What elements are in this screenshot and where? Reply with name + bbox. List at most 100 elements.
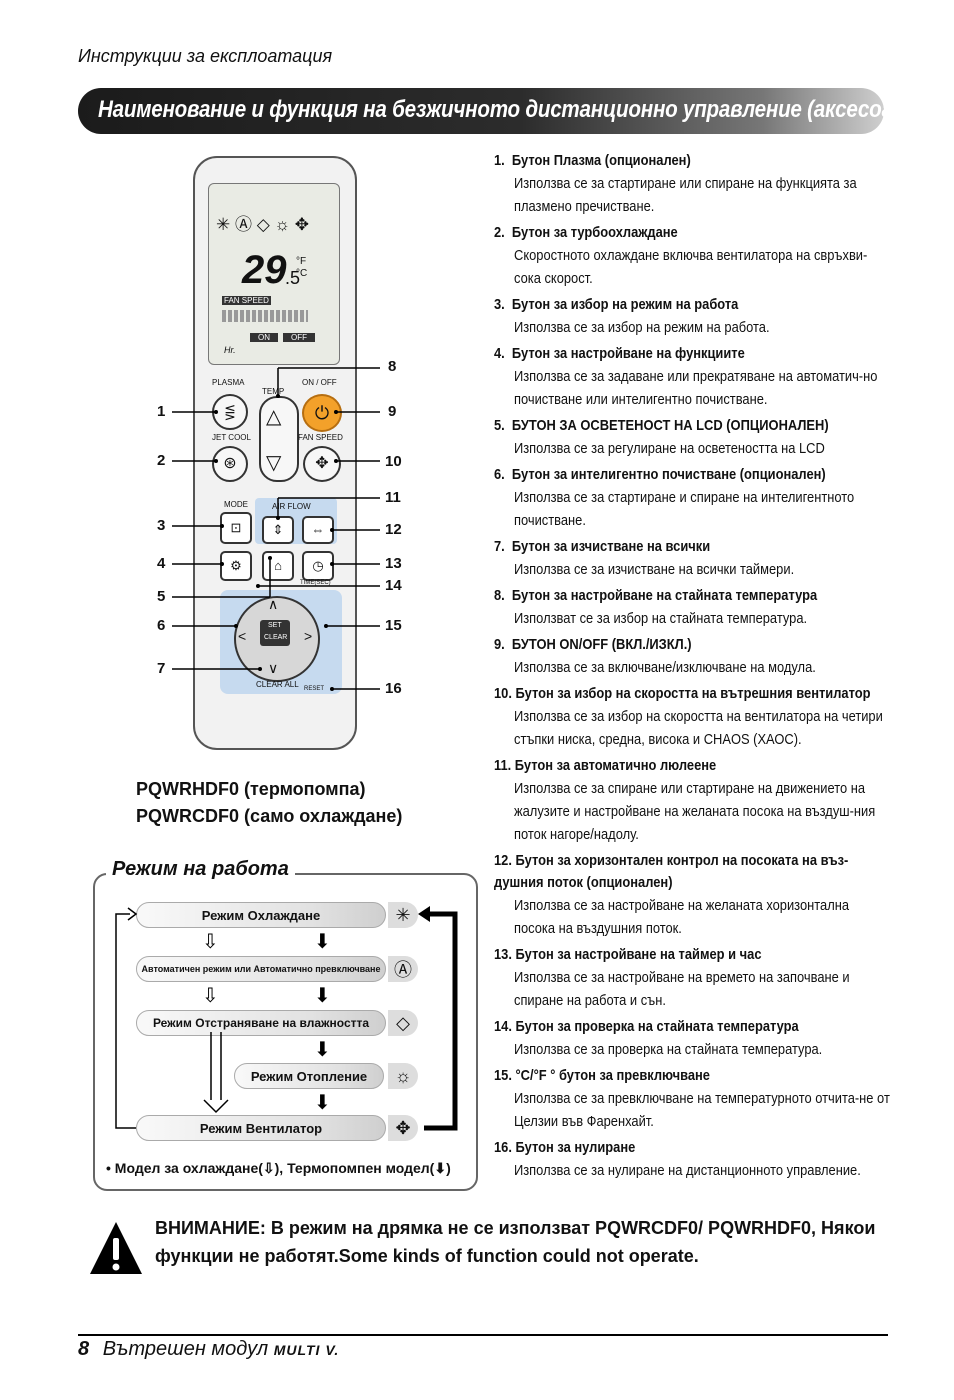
function-title: 13. Бутон за настройване на таймер и час bbox=[494, 946, 762, 963]
temp-label: TEMP bbox=[262, 387, 285, 396]
warning-icon bbox=[90, 1222, 142, 1274]
nav-down-icon[interactable]: ∨ bbox=[268, 660, 279, 676]
auto-icon: Ⓐ bbox=[388, 956, 418, 982]
function-description: Използва се за нулиране на дистанционнот… bbox=[514, 1162, 861, 1179]
callout-15: 15 bbox=[385, 617, 402, 634]
function-title: 12. Бутон за хоризонтален контрол на пос… bbox=[494, 852, 849, 891]
mode-button[interactable]: ⊡ bbox=[220, 512, 252, 544]
reset-label: RESET bbox=[304, 686, 325, 692]
function-button[interactable]: ⚙ bbox=[220, 551, 252, 581]
function-title: 14. Бутон за проверка на стайната темпер… bbox=[494, 1018, 799, 1035]
temp-rocker[interactable] bbox=[259, 396, 299, 482]
function-item: 13. Бутон за настройване на таймер и час… bbox=[494, 944, 894, 1012]
callout-lines bbox=[172, 367, 380, 691]
lcd-fan-bar bbox=[222, 310, 308, 322]
footer-label: Вътрешен модул bbox=[102, 1338, 269, 1360]
mode-flow-arrows: ⇩⬇ ⇩⬇ ⬇ ⬇ bbox=[115, 906, 458, 1131]
function-title: 16. Бутон за нулиране bbox=[494, 1139, 636, 1156]
jet-cool-label: JET COOL bbox=[212, 433, 251, 442]
function-item: 10. Бутон за избор на скоростта на вътре… bbox=[494, 683, 894, 751]
mode-label: MODE bbox=[224, 500, 248, 509]
svg-text:⇩: ⇩ bbox=[202, 929, 219, 953]
fan-icon: ✥ bbox=[388, 1115, 418, 1141]
callout-5: 5 bbox=[157, 588, 166, 605]
lcd-on: ON bbox=[250, 333, 278, 342]
callout-12: 12 bbox=[385, 521, 402, 538]
callout-6: 6 bbox=[157, 617, 166, 634]
room-temp-check-button[interactable]: ⌂ bbox=[262, 551, 294, 581]
callout-3: 3 bbox=[157, 517, 166, 534]
mode-heating: Режим Отопление bbox=[234, 1063, 384, 1089]
function-item: 12. Бутон за хоризонтален контрол на пос… bbox=[494, 850, 894, 940]
function-description: Използва се за изчистване на всички тайм… bbox=[514, 561, 795, 578]
timer-button[interactable]: ◷ bbox=[302, 551, 334, 581]
callout-10: 10 bbox=[385, 453, 402, 470]
callout-11: 11 bbox=[385, 489, 401, 506]
function-title: 1. Бутон Плазма (опционален) bbox=[494, 152, 691, 169]
warning-text: ВНИМАНИЕ: В режим на дрямка не се използ… bbox=[155, 1218, 876, 1266]
svg-text:⇩: ⇩ bbox=[202, 983, 219, 1007]
function-description: Използва се за настройване на желаната х… bbox=[514, 897, 850, 937]
function-item: 5. БУТОН ЗА ОСВЕТЕНОСТ НА LCD (ОПЦИОНАЛЕ… bbox=[494, 415, 894, 460]
function-item: 8. Бутон за настройване на стайната темп… bbox=[494, 585, 894, 630]
function-description: Използва се за спиране или стартиране на… bbox=[514, 780, 876, 843]
mode-dehumidify: Режим Отстраняване на влажността bbox=[136, 1010, 386, 1036]
temp-down-icon[interactable]: ▽ bbox=[266, 452, 282, 474]
function-description: Използва се за стартиране или спиране на… bbox=[514, 175, 857, 215]
lcd-off: OFF bbox=[283, 333, 315, 342]
jet-cool-button[interactable]: ⊛ bbox=[212, 446, 248, 482]
document-header: Инструкции за експлоатация bbox=[78, 46, 333, 66]
mode-note: • Модел за охлаждане(⇩), Термопомпен мод… bbox=[106, 1160, 451, 1176]
mode-fan: Режим Вентилатор bbox=[136, 1115, 386, 1141]
function-description: Използва се за избор на скоростта на вен… bbox=[514, 708, 883, 748]
function-title: 11. Бутон за автоматично люлеене bbox=[494, 757, 717, 774]
nav-up-icon[interactable]: ∧ bbox=[268, 596, 279, 612]
lcd-fan-speed: FAN SPEED bbox=[222, 296, 271, 305]
function-item: 9. БУТОН ON/OFF (ВКЛ./ИЗКЛ.) Използва се … bbox=[494, 634, 894, 679]
lcd-hours: Hr. bbox=[224, 345, 236, 355]
model-cooling-only: PQWRCDF0 (само охлаждане) bbox=[136, 806, 403, 826]
set-clear-button[interactable] bbox=[260, 620, 290, 646]
onoff-label: ON / OFF bbox=[302, 378, 337, 387]
drop-icon: ◇ bbox=[388, 1010, 418, 1036]
plasma-label: PLASMA bbox=[212, 378, 245, 387]
function-description: Използва се за включване/изключване на м… bbox=[514, 659, 816, 676]
lcd-temp-decimal: .5 bbox=[285, 268, 301, 288]
function-title: 9. БУТОН ON/OFF (ВКЛ./ИЗКЛ.) bbox=[494, 636, 692, 653]
callout-4: 4 bbox=[157, 555, 166, 572]
function-description: Използва се за превключване на температу… bbox=[514, 1090, 890, 1130]
air-flow-label: AIR FLOW bbox=[272, 502, 311, 511]
mode-section-title: Режим на работа bbox=[106, 858, 295, 881]
fan-speed-button[interactable]: ✥ bbox=[303, 446, 341, 482]
section-title: Наименование и функция на безжичното дис… bbox=[98, 96, 912, 123]
svg-text:⬇: ⬇ bbox=[314, 1037, 331, 1061]
svg-text:⬇: ⬇ bbox=[314, 983, 331, 1007]
nav-left-icon[interactable]: < bbox=[238, 628, 247, 644]
function-item: 6. Бутон за интелигентно почистване (опц… bbox=[494, 464, 894, 532]
nav-right-icon[interactable]: > bbox=[304, 628, 313, 644]
temp-up-icon[interactable]: △ bbox=[266, 406, 282, 428]
sun-icon: ☼ bbox=[388, 1063, 418, 1089]
function-description: Използва се за задаване или прекратяване… bbox=[514, 368, 878, 408]
svg-text:⬇: ⬇ bbox=[314, 1090, 331, 1114]
callout-7: 7 bbox=[157, 660, 166, 677]
footer: 8 Вътрешен модул MULTI V. bbox=[78, 1338, 339, 1361]
function-title: 10. Бутон за избор на скоростта на вътре… bbox=[494, 685, 871, 702]
function-title: 7. Бутон за изчистване на всички bbox=[494, 538, 711, 555]
function-title: 4. Бутон за настройване на функциите bbox=[494, 345, 745, 362]
footer-rule bbox=[78, 1334, 888, 1336]
timesec-label: TIME(SEC) bbox=[300, 580, 331, 586]
callout-8: 8 bbox=[388, 358, 397, 375]
onoff-button[interactable]: ⏻ bbox=[302, 394, 342, 432]
callout-9: 9 bbox=[388, 403, 397, 420]
function-title: 15. °C/°F ° бутон за превключване bbox=[494, 1067, 710, 1084]
function-description: Използва се за регулиране на осветеностт… bbox=[514, 440, 825, 457]
page-number: 8 bbox=[78, 1338, 90, 1360]
callout-1: 1 bbox=[157, 403, 166, 420]
lcd-temperature: 29 bbox=[242, 248, 287, 292]
function-description: Използва се за проверка на стайната темп… bbox=[514, 1041, 823, 1058]
